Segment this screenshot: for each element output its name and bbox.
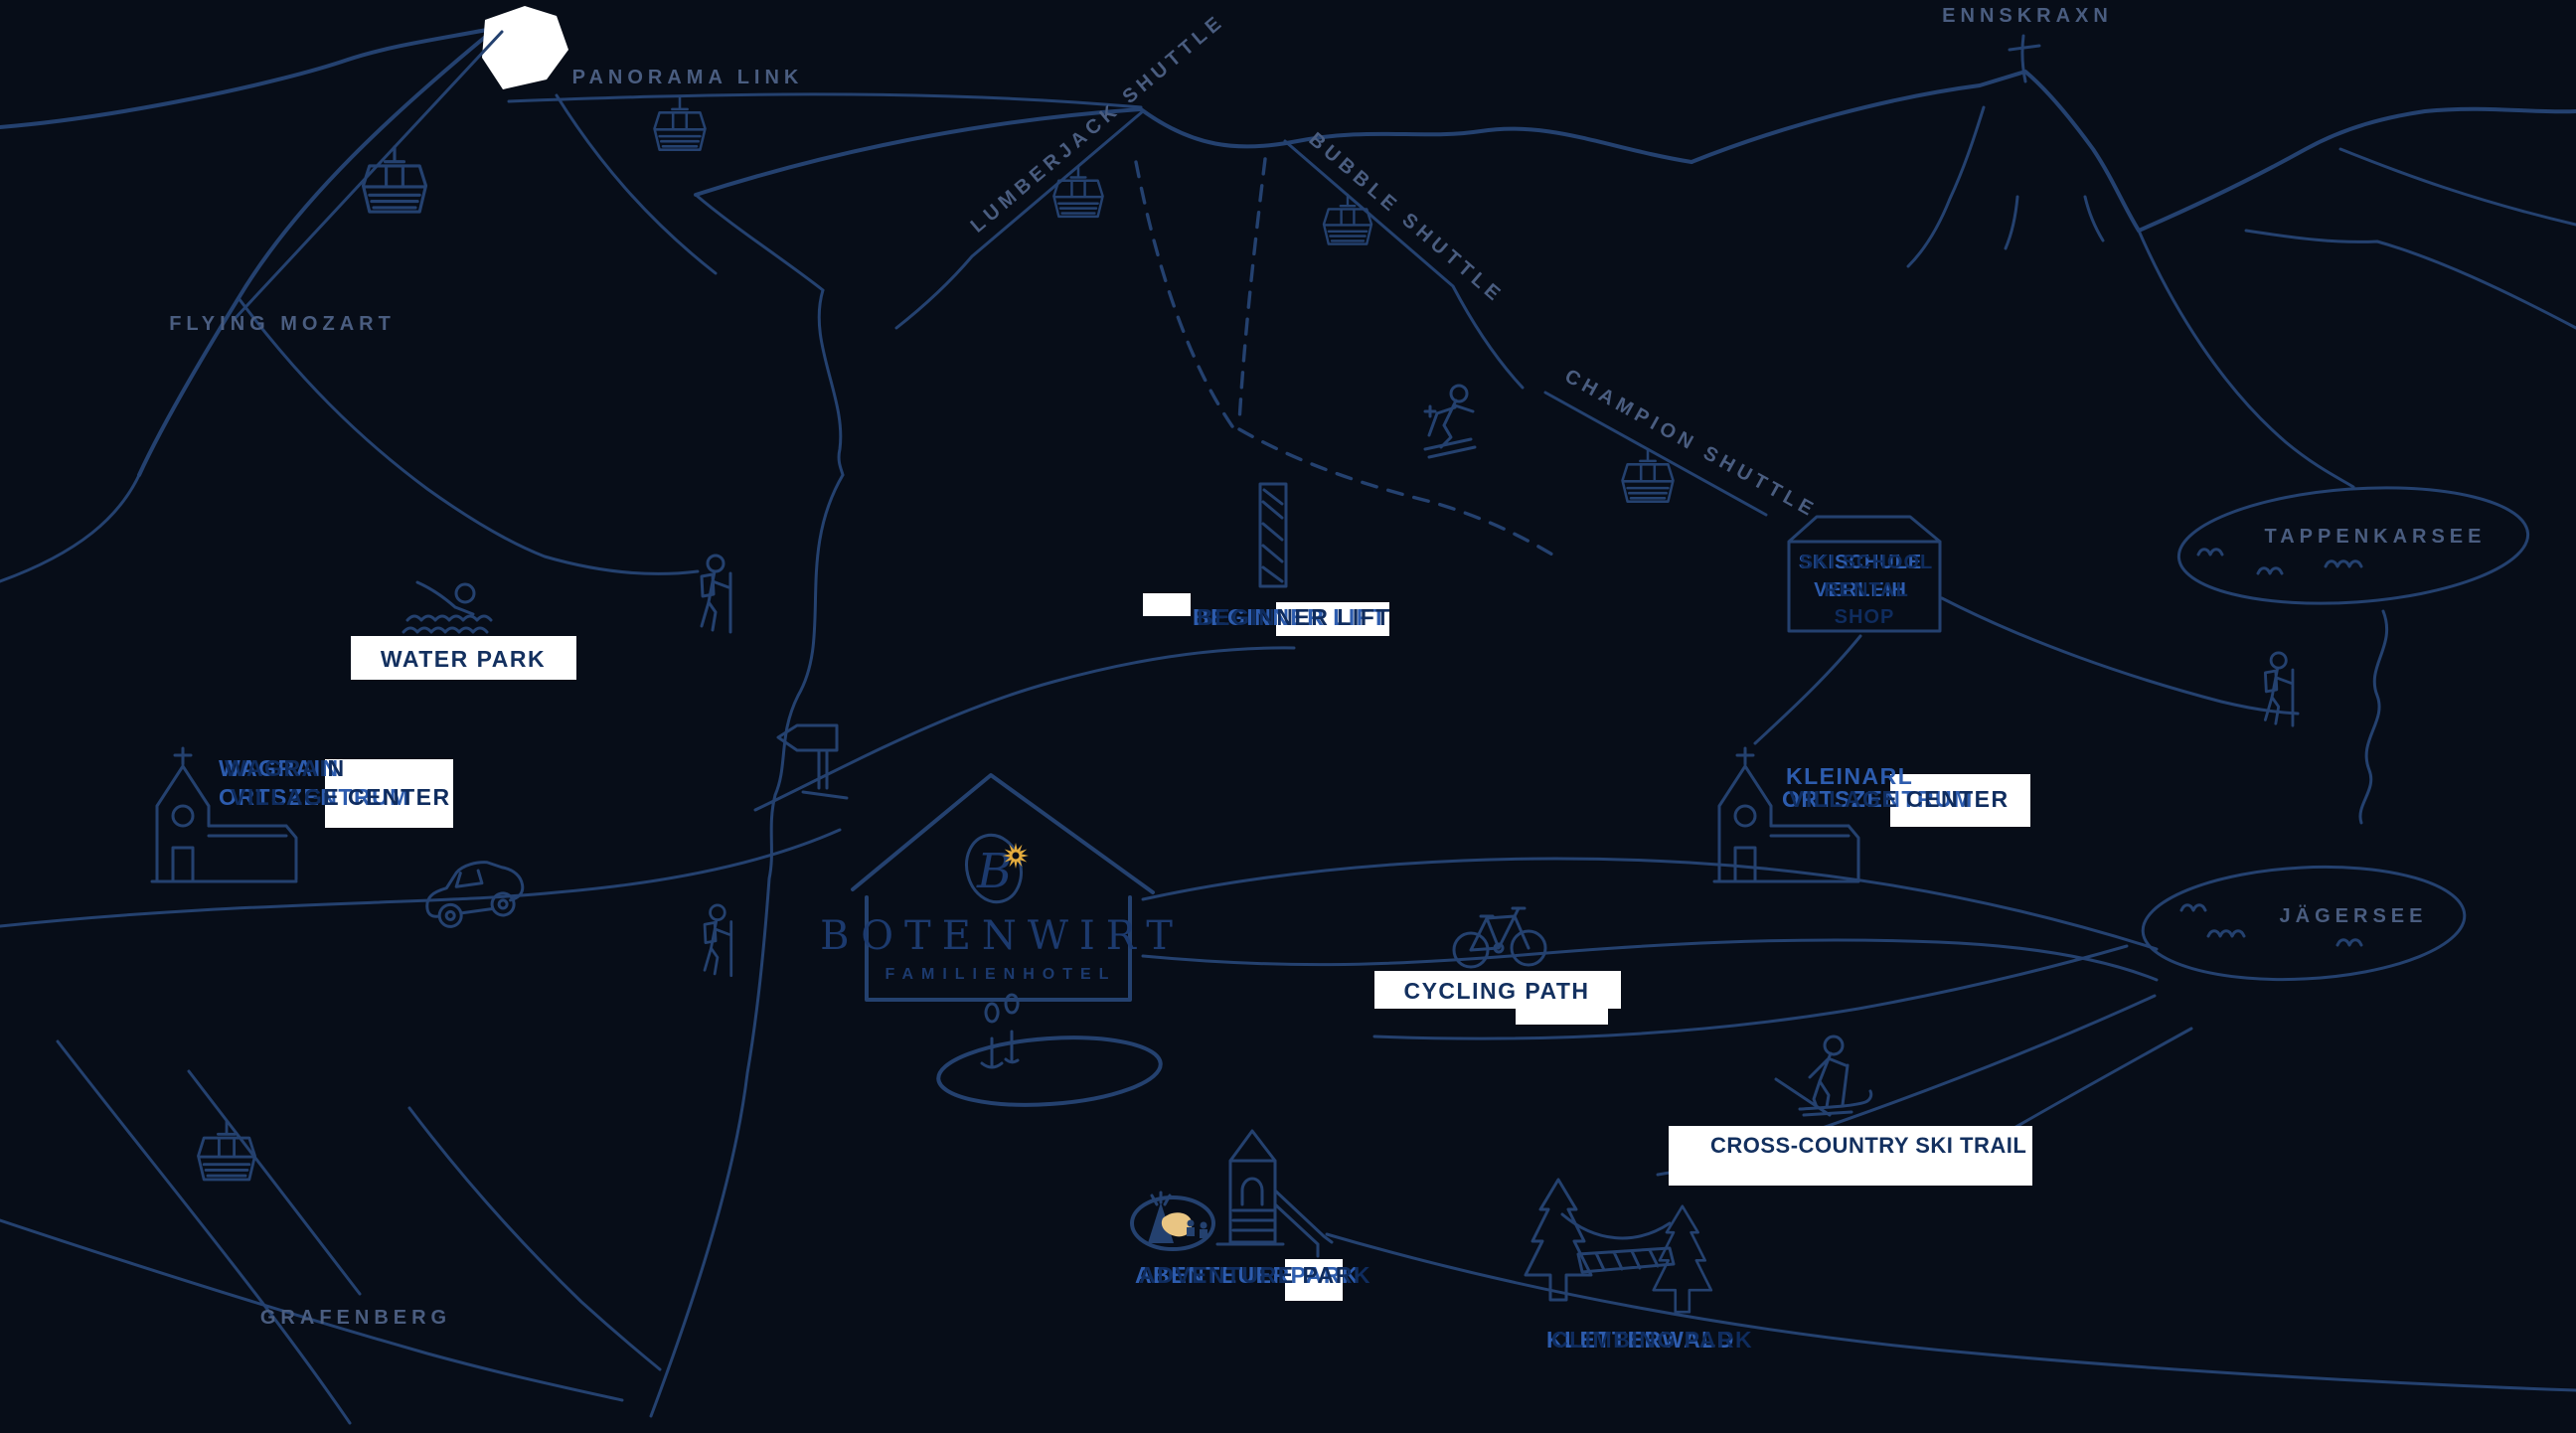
adventure-park-label-en: ADVENTURE PARK [1139,1262,1371,1288]
hiker-icon [703,903,733,978]
snow-cap [482,6,568,89]
ski-shop-label: SHOP [1835,606,1895,628]
lift-bubble-shuttle[interactable]: BUBBLE SHUTTLE [1283,128,1525,390]
lake-jaegersee[interactable]: JÄGERSEE [2140,860,2467,988]
poi-climbing-park[interactable]: KLETTERWALD CLIMBING PARK [1524,1178,1753,1353]
hiker-icon [2263,651,2295,727]
pine-tree-icon [1524,1178,1593,1302]
kleinarl-district-en: VILLAGE CENTER [1789,786,2010,812]
swimmer-icon [402,580,493,634]
lift-panorama-link[interactable]: PANORAMA LINK [507,67,1143,151]
kleinarl-district-de: ORTSZENTRUM [1782,786,1974,812]
kleinarl-tooltip[interactable] [1890,774,2030,827]
hotel-name: BOTENWIRT [820,913,1184,959]
lift-grafenberg[interactable]: GRAFENBERG [187,1069,451,1329]
tappenkarsee-label: TAPPENKARSEE [2265,526,2487,548]
tooltip-box-partial[interactable] [1143,593,1191,616]
hotel-botenwirt[interactable]: B BOTENWIRT FAMILIENHOTEL [820,773,1184,1002]
wagrain-name-shadow: WAGRAIN [219,755,340,781]
ski-school-label-en: SKI SCHOOL [1800,552,1933,573]
wagrain-district-de: ORTSZENTRUM [219,784,410,810]
tooltip-box-partial[interactable] [1276,602,1389,636]
hotel-monogram: B [976,844,1012,899]
poi-adventure-park[interactable]: ABENTEUERPARK ADVENTURE PARK [1130,1129,1371,1301]
village-kleinarl[interactable]: KLEINARL ORTSZENTRUM VILLAGE CENTER [1712,746,2030,883]
lift-champion-shuttle[interactable]: CHAMPION SHUTTLE [1543,366,1821,523]
poi-cycling-path[interactable]: CYCLING PATH [1374,906,1621,1025]
water-park-label: WATER PARK [381,646,546,672]
cycling-path-label: CYCLING PATH [1403,978,1589,1004]
bicycle-icon [1452,906,1547,969]
beginner-lift-label: BEGINNER LIFT [1197,604,1391,630]
wagrain-tooltip[interactable] [325,759,453,828]
ski-rental-label-de: VERLEIH [1814,579,1907,601]
hiker-icon [700,554,732,634]
cross-country-label: CROSS-COUNTRY SKI TRAIL [1710,1133,2026,1158]
adventure-park-label-de: ABENTEUERPARK [1135,1262,1360,1288]
terrain-lines [0,26,2576,1425]
ski-rental-label-en: RENTAL [1824,579,1909,601]
ennskraxn-label: ENNSKRAXN [1942,5,2113,27]
suspension-bridge-icon [1560,1212,1676,1274]
beginner-lift[interactable]: BEGINNER LIFT BEGINNER LIFT [1143,482,1391,636]
ski-slope-dashed-lines [1134,157,1554,557]
cycling-path-tooltip[interactable] [1374,971,1621,1009]
lake-tappenkarsee[interactable]: TAPPENKARSEE [2174,477,2531,614]
water-park-tooltip[interactable] [351,636,576,680]
car-icon [425,861,525,928]
beginner-lift-label-shadow: BEGINNER LIFT [1193,604,1387,630]
poi-water-park[interactable]: WATER PARK [351,580,576,680]
playground-icon [1215,1129,1334,1258]
bubble-shuttle-label: BUBBLE SHUTTLE [1305,128,1508,308]
church-icon [150,746,298,883]
cross-country-skier-icon [1774,1035,1873,1117]
tooltip-box-partial[interactable] [1516,1009,1608,1025]
poi-cross-country[interactable]: CROSS-COUNTRY SKI TRAIL [1669,1035,2032,1186]
skier-icon [1423,384,1477,459]
hotel-subtitle: FAMILIENHOTEL [886,966,1117,983]
pine-tree-icon [1652,1204,1713,1314]
ski-school-hut[interactable]: SKISCHULE SKI SCHOOL VERLEIH RENTAL SHOP [1787,515,1942,633]
panorama-link-label: PANORAMA LINK [572,67,804,88]
village-wagrain[interactable]: WAGRAIN WAGRAIN ORTSZENTRUM VILLAGE CENT… [150,746,527,929]
flying-mozart-label: FLYING MOZART [169,313,396,335]
grafenberg-label: GRAFENBERG [260,1307,451,1329]
wagrain-district-en: VILLAGE CENTER [231,784,451,810]
church-icon [1712,746,1860,883]
lift-lumberjack-shuttle[interactable]: LUMBERJACK SHUTTLE [894,10,1229,330]
pond-play-icon [1130,1191,1215,1251]
signpost-icon [776,723,849,800]
lift-flying-mozart[interactable]: FLYING MOZART [169,30,504,335]
ski-school-label-de: SKISCHULE [1799,552,1923,573]
climbing-park-label-en: CLIMBING PARK [1551,1327,1753,1353]
summit-cross-icon [2008,34,2041,83]
champion-shuttle-label: CHAMPION SHUTTLE [1561,366,1821,523]
climbing-park-label-de: KLETTERWALD [1546,1327,1735,1353]
sun-icon [1003,843,1029,869]
cross-country-tooltip[interactable] [1669,1126,2032,1186]
tooltip-box-partial[interactable] [1285,1259,1343,1301]
hotel-pond [936,993,1163,1107]
jaegersee-label: JÄGERSEE [2280,904,2428,927]
kleinarl-name: KLEINARL [1786,763,1913,789]
wagrain-name: WAGRAIN [225,755,346,781]
